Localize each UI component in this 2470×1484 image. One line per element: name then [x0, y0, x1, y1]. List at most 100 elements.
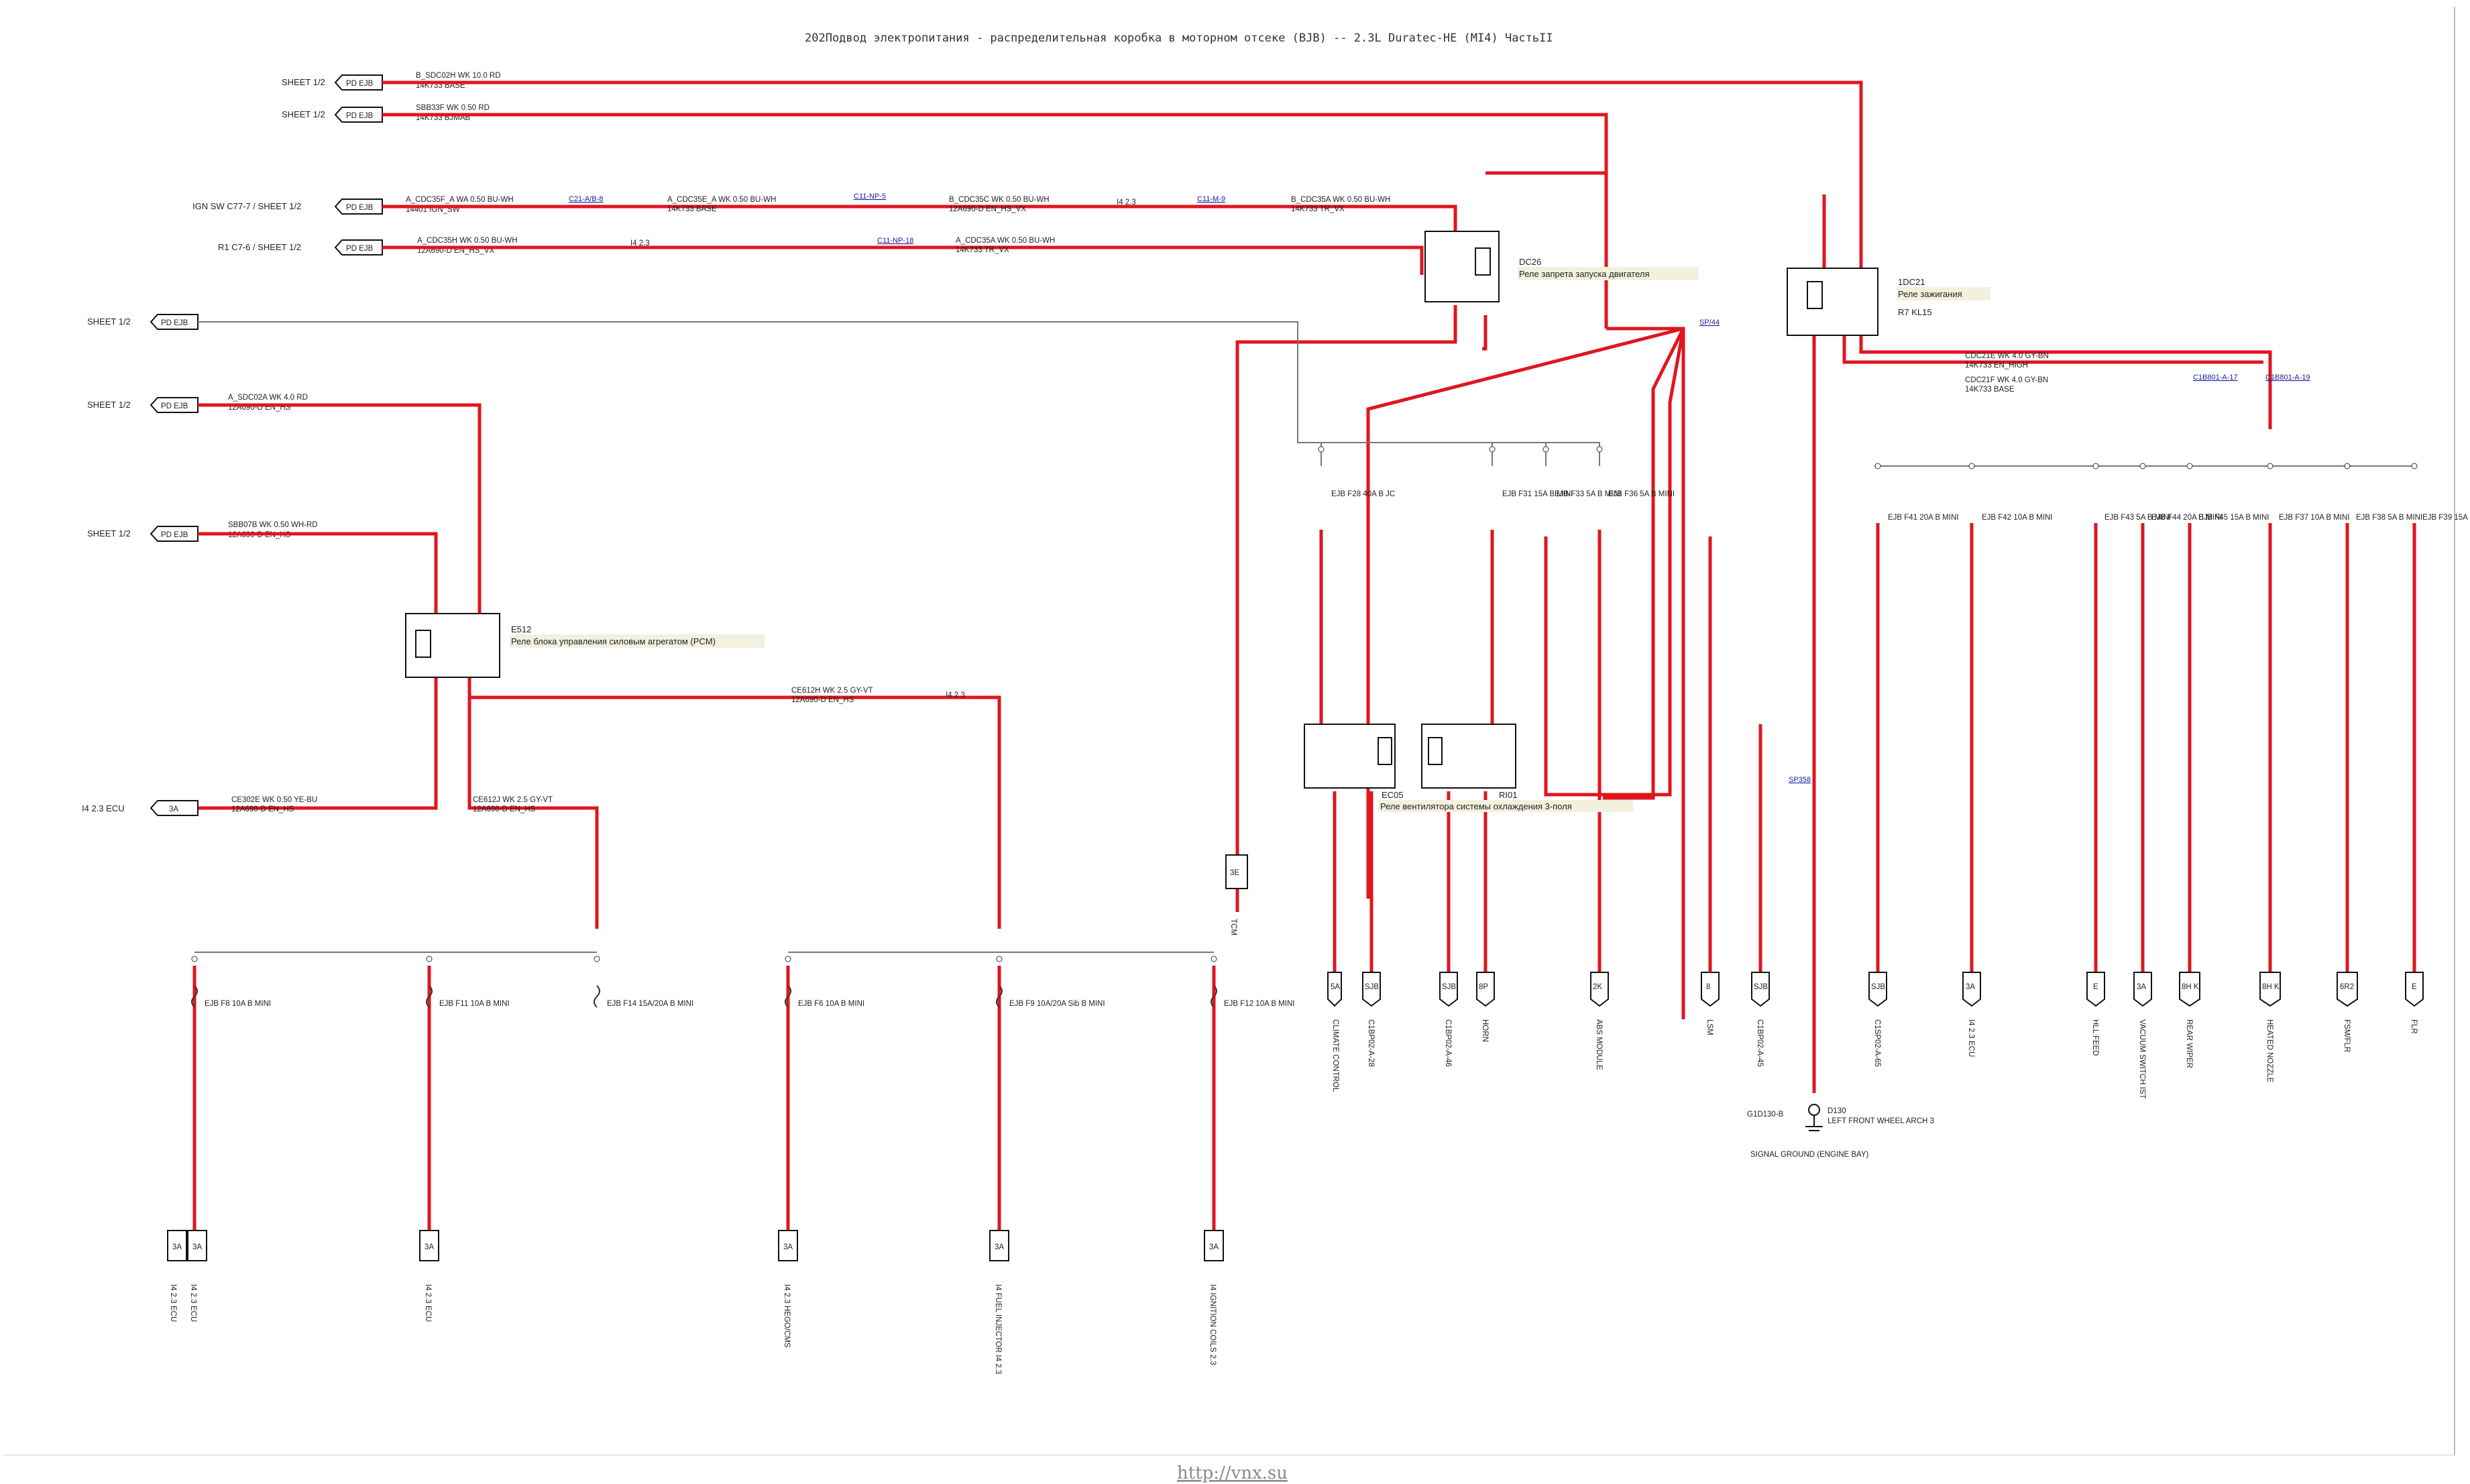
fuse-f39: EJB F39 15A B MINI E FLR [2405, 463, 2470, 1034]
connector-label-1: C21-A/B-8 [569, 195, 603, 203]
dest-sjb-2-label: C1BP02-A-46 [1444, 1019, 1452, 1067]
dest-abs-tag: 2K [1593, 983, 1602, 991]
source-sheet-2: SHEET 1/2 [282, 109, 325, 119]
relay-fan: EC05 Реле вентилятора системы охлаждения… [1304, 724, 1633, 812]
source-tag-label-4: PD EJB [346, 245, 374, 253]
fuse-f8: EJB F8 10A B MINI 3A 3A I4 2.3 ECU I4 2.… [167, 956, 271, 1322]
fuse-f11-tag: 3A [425, 1243, 434, 1251]
e612-wire2-sub: 12A690-D EN_HS [473, 805, 536, 813]
source-tag-4 [334, 239, 383, 255]
fuse-f39-dest: FLR [2410, 1019, 2418, 1034]
fuse-f42-label: EJB F42 10A B MINI [1982, 514, 2052, 522]
source-tag-label-7: PD EJB [161, 531, 188, 539]
e612-i4: I4 2.3 [946, 691, 965, 699]
fuse-f14-label: EJB F14 15A/20A B MINI [607, 1000, 693, 1008]
ground-d130: G1D130-B D130 LEFT FRONT WHEEL ARCH 3 SI… [1747, 1104, 1934, 1159]
fuse-f43-label: EJB F43 5A B MINI [2104, 514, 2171, 522]
source-tag-label-2: PD EJB [346, 112, 374, 120]
fuse-f12: EJB F12 10A B MINI 3A I4 IGNITION COILS … [1204, 956, 1294, 1365]
relay-pcm-code: E512 [511, 624, 531, 634]
splice-sp44: SP/44 [1699, 319, 1720, 327]
e612-wire-sub: 12A690-D EN_HS [791, 696, 854, 704]
source-tag-label-5: PD EJB [161, 319, 188, 327]
ecu-label: I4 2.3 ECU [82, 803, 125, 813]
source-tag-5 [150, 314, 199, 330]
mid-wire-label-9: I4 2.3 [1117, 198, 1136, 207]
fuse-f12-dest: I4 IGNITION COILS 2.3 [1209, 1284, 1217, 1365]
dest-sjb-1: SJB C1BP02-A-28 [1362, 972, 1381, 1067]
ground-signal: SIGNAL GROUND (ENGINE BAY) [1750, 1151, 1869, 1159]
fuse-f41: EJB F41 20A B MINI SJB C1SP02-A-65 [1868, 463, 1958, 1067]
dest-horn: 8P HORN [1476, 972, 1495, 1042]
mid-wire-label-10: I4 2.3 [630, 239, 650, 247]
fuse-f37-dest: HEATED NOZZLE [2265, 1019, 2273, 1083]
dest-horn-tag: 8P [1479, 983, 1488, 991]
connector-label-right-1: C1B801-A-17 [2193, 374, 2238, 382]
footer-url[interactable]: http://vnx.su [1177, 1463, 1288, 1483]
relay-pcm: E512 Реле блока управления силовым агрег… [405, 613, 765, 678]
fuse-f37-label: EJB F37 10A B MINI [2279, 514, 2349, 522]
dest-sjb-1-label: C1BP02-A-28 [1367, 1019, 1375, 1067]
fuse-f33: EJB F33 5A B MINI 2K ABS MODULE [1542, 446, 1621, 1070]
fuse-f42-tag: 3A [1966, 983, 1975, 991]
fuse-f42: EJB F42 10A B MINI 3A I4 2.3 ECU [1962, 463, 2052, 1057]
relay-dc26-code: DC26 [1519, 257, 1541, 267]
fuse-f43: EJB F43 5A B MINI E HLL FEED [2086, 463, 2171, 1056]
fuse-f44-dest: VACUUM SWITCH IST [2138, 1019, 2146, 1099]
connector-label-3: C11-M-9 [1197, 195, 1225, 203]
relay-dc26-desc: Реле запрета запуска двигателя [1519, 269, 1650, 279]
dest-sjb-3-label: C1BP02-A-45 [1756, 1019, 1764, 1067]
source-tag-label-3: PD EJB [346, 204, 374, 212]
source-tag-label-6: PD EJB [161, 402, 188, 410]
mid-wire-label-6: 14K733 TR_VX [1291, 205, 1345, 213]
tcm-tag [1225, 854, 1248, 889]
ig-wire-label-2: 14K733 EN_HIGH [1965, 361, 2028, 369]
ground-sub: G1D130-B [1747, 1110, 1784, 1119]
connector-label-right-2: C1B801-A-19 [2265, 374, 2310, 382]
relay-ignition-desc: Реле зажигания [1898, 289, 1962, 299]
relay-dc26: DC26 Реле запрета запуска двигателя [1424, 231, 1699, 302]
fuse-f14: EJB F14 15A/20A B MINI [594, 956, 693, 1008]
fuse-f37-tag: 8H K [2262, 983, 2280, 991]
fuse-f31-label: EJB F31 15A B MINI [1502, 490, 1573, 498]
fuse-f41-dest: C1SP02-A-65 [1873, 1019, 1881, 1067]
fuse-f33-label: EJB F33 5A B MINI [1555, 490, 1621, 498]
ig-wire-label-3: CDC21F WK 4.0 GY-BN [1965, 376, 2048, 384]
right-fuse-drops [1876, 523, 2416, 972]
connector-label-2: C11-NP-5 [854, 192, 886, 201]
relay-fan-code: EC05 [1382, 790, 1404, 800]
relay-ri01-code: RI01 [1499, 790, 1517, 800]
ig-wire-label-1: CDC21E WK 4.0 GY-BN [1965, 352, 2049, 360]
source-tag-3 [334, 198, 383, 215]
fuse-f38-dest: FSM/FLR [2343, 1019, 2351, 1052]
dest-lsm-label: LSM [1705, 1019, 1714, 1035]
dest-sjb-3: SJB C1BP02-A-45 [1751, 972, 1770, 1067]
fuses-right: EJB F41 20A B MINI SJB C1SP02-A-65 EJB F… [1868, 463, 2470, 1099]
fuse-f12-tag: 3A [1209, 1243, 1219, 1251]
source-wire-6: A_SDC02A WK 4.0 RD [228, 394, 308, 402]
fuse-f9-dest: I4 FUEL INJECTOR I4 2.3 [994, 1284, 1002, 1374]
fuse-f36-label: EJB F36 5A B MINI [1608, 490, 1675, 498]
source-sheet-1: SHEET 1/2 [282, 77, 325, 87]
fuse-f31: EJB F31 15A B MINI SJB C1BP02-A-46 [1439, 446, 1573, 1067]
fuse-f38: EJB F38 5A B MINI 6R2 FSM/FLR [2337, 463, 2422, 1052]
left-fuse-drops [192, 966, 1216, 1234]
fuse-f44-label: EJB F44 20A B MINI [2151, 514, 2222, 522]
fuse-f44: EJB F44 20A B MINI 3A VACUUM SWITCH IST [2133, 463, 2222, 1099]
source-sheet-7: SHEET 1/2 [87, 528, 131, 538]
dest-abs-label: ABS MODULE [1595, 1019, 1603, 1070]
fuse-f6: EJB F6 10A B MINI 3A I4 2.3 HEGO/CMS [778, 956, 864, 1348]
ecu-tag-label: 3A [169, 805, 178, 813]
fuse-f6-dest: I4 2.3 HEGO/CMS [783, 1284, 791, 1348]
mid-wire-label-7: A_CDC35A WK 0.50 BU-WH [956, 237, 1055, 245]
mid-wire-label-5: B_CDC35A WK 0.50 BU-WH [1291, 196, 1390, 204]
page-title: 202Подвод электропитания - распределител… [805, 32, 1553, 45]
e612-wire-label: CE612H WK 2.5 GY-VT [791, 687, 873, 695]
dest-lsm-tag: 8 [1706, 983, 1710, 991]
fuse-f38-label: EJB F38 5A B MINI [2356, 514, 2422, 522]
source-sheet-5: SHEET 1/2 [87, 317, 131, 327]
source-wire-7: SBB07B WK 0.50 WH-RD [228, 521, 318, 529]
relay-ignition: 1DC21 Реле зажигания R7 KL15 [1787, 268, 1990, 336]
fuse-f36: EJB F36 5A B MINI 8 LSM [1596, 446, 1720, 1035]
